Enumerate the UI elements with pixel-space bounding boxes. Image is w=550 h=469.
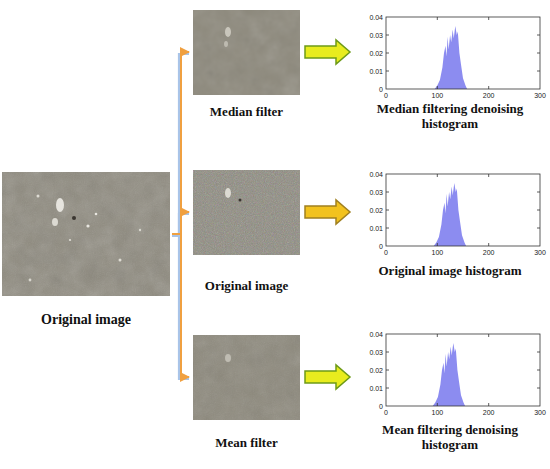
axis-tick-label: 0.04	[353, 13, 383, 22]
photo-median	[193, 10, 300, 95]
axis-tick-label: 0	[353, 242, 383, 251]
connector-line	[172, 234, 189, 377]
image-panel: Original image	[0, 170, 172, 332]
histogram-plot	[386, 17, 540, 89]
axis-tick-label: 0.02	[353, 49, 383, 58]
image-caption: Original image	[2, 312, 170, 328]
image-panel: Original image	[190, 168, 303, 297]
connector-line	[172, 212, 189, 234]
connector-arrow	[172, 234, 189, 379]
connector-arrow	[305, 200, 350, 224]
axis-tick-label: 100	[422, 408, 452, 417]
axis-tick-label: 0.02	[353, 206, 383, 215]
photo-noisy	[193, 170, 300, 255]
connector-arrow	[305, 365, 350, 389]
axis-tick-label: 0.03	[353, 348, 383, 357]
axis-tick-label: 200	[474, 91, 504, 100]
block-arrow	[305, 40, 350, 64]
axis-tick-label: 0.04	[353, 330, 383, 339]
connector-arrow	[172, 212, 189, 236]
axis-tick-label: 0.03	[353, 31, 383, 40]
axis-tick-label: 300	[525, 91, 550, 100]
image-caption: Original image histogram	[352, 263, 548, 278]
axis-tick-label: 100	[422, 248, 452, 257]
axis-tick-label: 300	[525, 408, 550, 417]
axis-tick-label: 0	[371, 408, 401, 417]
connector-line	[172, 52, 189, 234]
axis-tick-label: 0.03	[353, 188, 383, 197]
image-caption: Median filter	[190, 104, 303, 119]
image-panel: Original image histogram	[352, 162, 548, 282]
image-panel: Median filter	[190, 8, 303, 123]
axis-tick-label: 0	[353, 402, 383, 411]
histogram-plot	[386, 174, 540, 246]
image-caption: Median filtering denoising histogram	[375, 101, 525, 131]
axis-tick-label: 0.01	[353, 384, 383, 393]
axis-tick-label: 200	[474, 408, 504, 417]
block-arrow	[305, 200, 350, 224]
image-panel: Mean filter	[190, 333, 303, 454]
axis-tick-label: 0.04	[353, 170, 383, 179]
axis-tick-label: 0.02	[353, 366, 383, 375]
axis-tick-label: 0	[371, 91, 401, 100]
axis-tick-label: 0.01	[353, 224, 383, 233]
block-arrow	[305, 365, 350, 389]
connector-arrow	[172, 52, 189, 236]
connector-arrow	[305, 40, 350, 64]
axis-tick-label: 100	[422, 91, 452, 100]
photo-original	[2, 172, 170, 296]
photo-mean	[193, 335, 300, 420]
axis-tick-label: 0.01	[353, 67, 383, 76]
image-caption: Mean filtering denoising histogram	[375, 422, 525, 452]
axis-tick-label: 200	[474, 248, 504, 257]
image-caption: Mean filter	[190, 435, 303, 450]
axis-tick-label: 0	[353, 85, 383, 94]
histogram-plot	[386, 334, 540, 406]
axis-tick-label: 0	[371, 248, 401, 257]
image-caption: Original image	[190, 278, 303, 293]
axis-tick-label: 300	[525, 248, 550, 257]
